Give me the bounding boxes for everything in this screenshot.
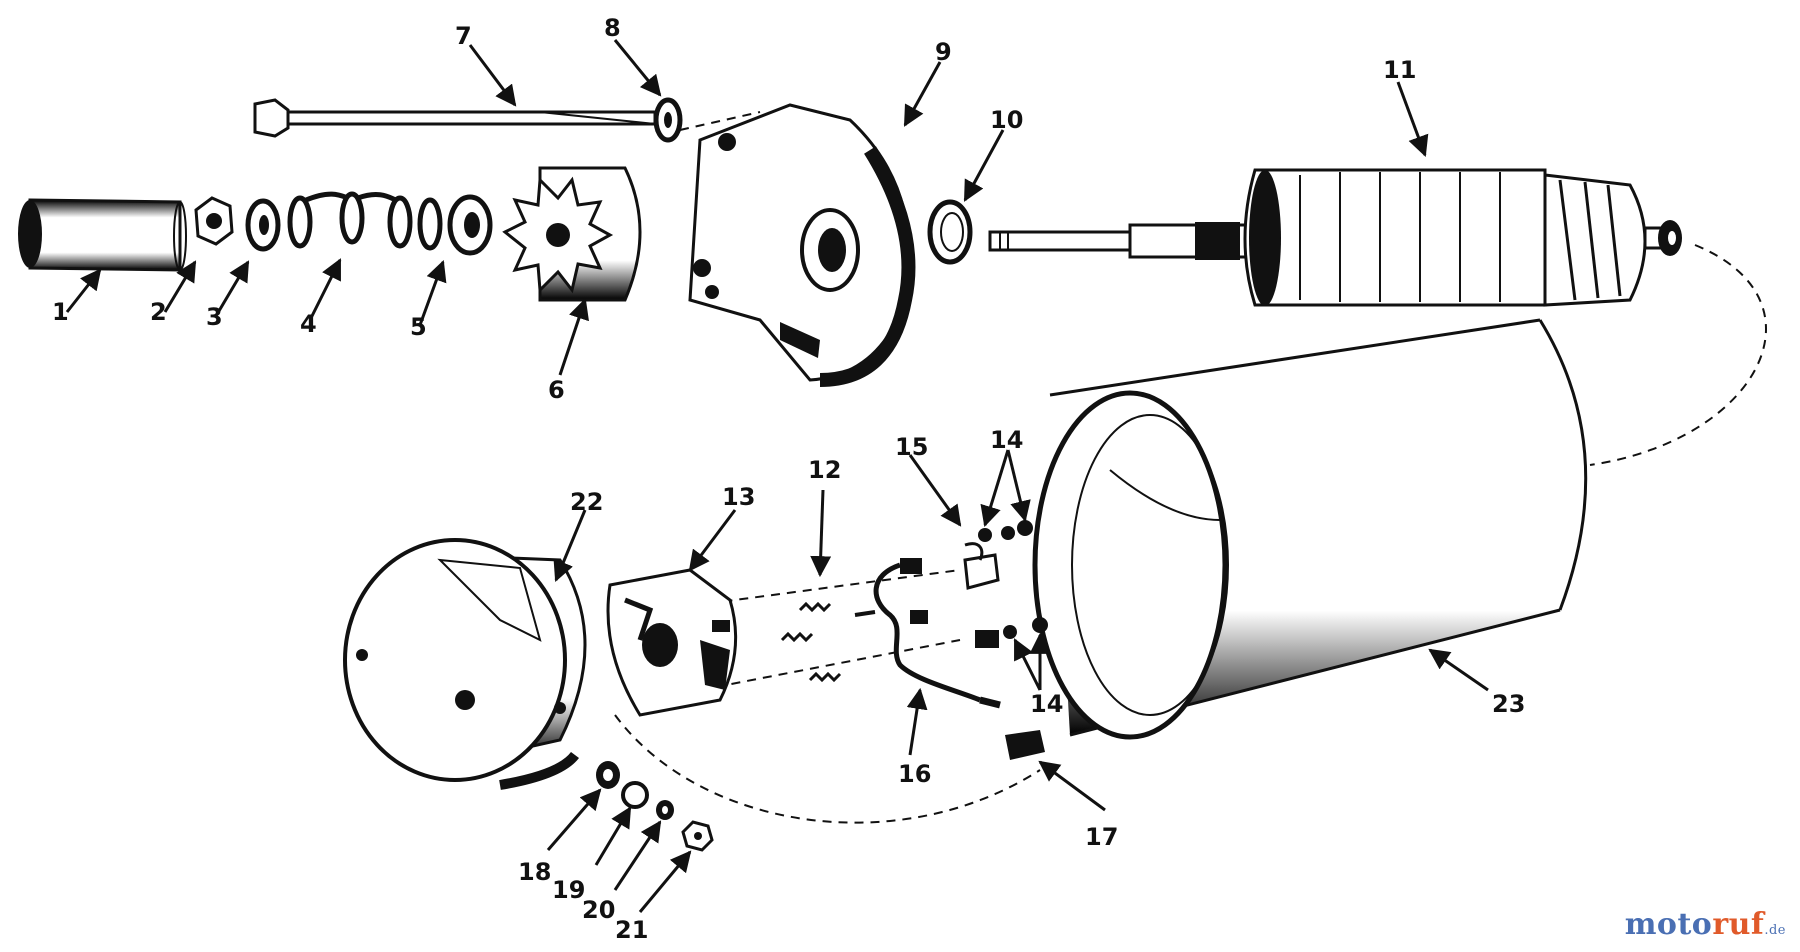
callout-23: 23 [1492,690,1525,718]
part-9-drive-end-housing [688,103,916,387]
callout-1: 1 [52,298,69,326]
part-7-through-bolt [253,98,657,138]
leader-arrows [65,39,1489,913]
callout-21: 21 [615,916,648,944]
part-16-brush-lead [854,558,1001,709]
callout-numbers: 1 2 3 4 5 6 7 8 9 10 11 12 13 14 14 15 1… [52,14,1525,944]
part-14-screws [978,520,1048,639]
part-15-brush [963,542,1000,590]
callout-6: 6 [548,376,565,404]
motoruf-watermark: motoruf.de [1625,907,1786,942]
callout-14-top: 14 [990,426,1023,454]
callout-20: 20 [582,896,615,924]
part-5-collar [447,194,493,256]
callout-12: 12 [808,456,841,484]
part-8-lock-washer [653,97,683,143]
part-10-thrust-washer [927,199,973,265]
watermark-part1: moto [1624,907,1713,942]
part-17-insulator [1005,730,1045,760]
callout-17: 17 [1085,823,1118,851]
part-22-end-head [343,538,587,790]
callout-5: 5 [410,313,427,341]
part-1-sleeve [18,198,187,272]
part-23-frame-housing [1032,318,1588,740]
callout-19: 19 [552,876,585,904]
commutator-end-bearing [1658,220,1682,256]
parts-18-21-terminal-hardware [596,761,714,852]
callout-15: 15 [895,433,928,461]
callout-14-bottom: 14 [1030,690,1063,718]
callout-7: 7 [455,22,472,50]
callout-3: 3 [206,303,223,331]
callout-18: 18 [518,858,551,886]
callout-13: 13 [722,483,755,511]
part-3-washer [245,198,281,252]
part-4-spring [287,191,443,251]
callout-4: 4 [300,310,317,338]
part-12-brush-springs [780,601,842,683]
callout-11: 11 [1383,56,1416,84]
callout-10: 10 [990,106,1023,134]
part-13-brush-holder [606,568,738,717]
callout-8: 8 [604,14,621,42]
part-6-pinion-gear [502,166,642,302]
callout-2: 2 [150,298,167,326]
part-2-nut [194,196,234,246]
watermark-part2: ruf [1712,907,1765,942]
watermark-part3: .de [1764,923,1786,938]
callout-22: 22 [570,488,603,516]
callout-16: 16 [898,760,931,788]
callout-9: 9 [935,38,952,66]
part-11-armature [988,168,1667,307]
